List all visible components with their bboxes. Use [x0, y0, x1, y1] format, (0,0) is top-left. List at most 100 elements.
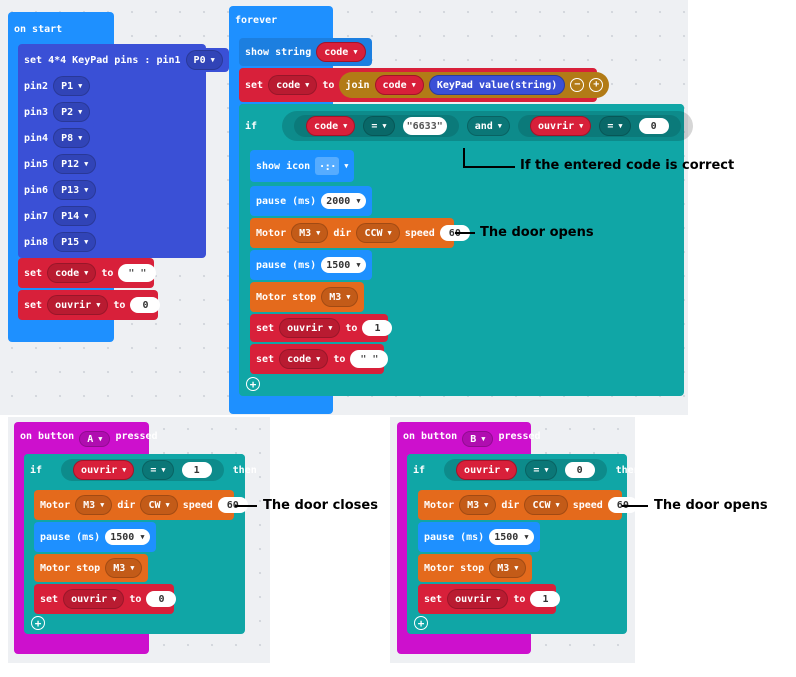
one-input[interactable]: 1	[530, 591, 561, 607]
pause-value[interactable]: 2000 ▼	[321, 193, 366, 209]
and-dropdown[interactable]: and▼	[466, 116, 511, 136]
pin6-dropdown[interactable]: P13▼	[53, 180, 97, 200]
dir-dropdown[interactable]: CCW▼	[524, 495, 568, 515]
pin8-dropdown[interactable]: P15▼	[53, 232, 97, 252]
motor-stop-block[interactable]: Motor stop M3▼	[34, 554, 149, 582]
empty-string-input[interactable]: " "	[350, 350, 389, 368]
keypad-pin-row-3[interactable]: pin3 P2▼	[18, 100, 97, 124]
set-code-join-block[interactable]: set code▼ to join code▼ KeyPad value(str…	[239, 68, 610, 102]
zero-input[interactable]: 0	[564, 462, 595, 478]
keypad-pin-row-4[interactable]: pin4 P8▼	[18, 126, 97, 150]
one-input[interactable]: 1	[362, 320, 393, 336]
and-condition[interactable]: code▼ =▼ "6633" and▼ ouvrir▼ =▼ 0	[282, 111, 693, 141]
annotation-door-opens-b: The door opens	[654, 498, 768, 513]
code-string-input[interactable]: "6633"	[402, 117, 447, 135]
motor-select-dropdown[interactable]: M3▼	[291, 223, 329, 243]
keypad-pin-row-2[interactable]: pin2 P1▼	[18, 74, 97, 98]
var-ouvrir-reporter[interactable]: ouvrir▼	[73, 460, 135, 480]
show-string-block[interactable]: show string code▼	[239, 38, 372, 66]
var-code-reporter[interactable]: code▼	[316, 42, 366, 62]
if-condition-row[interactable]: if ouvrir▼ =▼ 1 then	[24, 454, 257, 486]
set-ouvrir-block[interactable]: set ouvrir▼ to 0	[34, 584, 177, 614]
pause-block[interactable]: pause (ms) 1500 ▼	[250, 250, 372, 280]
pause-block[interactable]: pause (ms) 2000 ▼	[250, 186, 372, 216]
keypad-pin-row-8[interactable]: pin8 P15▼	[18, 230, 103, 254]
add-else-icon[interactable]: +	[31, 616, 45, 630]
set-code-block[interactable]: set code▼ to " "	[250, 344, 389, 374]
zero-input[interactable]: 0	[638, 118, 669, 134]
motor-select-dropdown[interactable]: M3▼	[321, 287, 359, 307]
pin3-dropdown[interactable]: P2▼	[53, 102, 91, 122]
keypad-pin-row-7[interactable]: pin7 P14▼	[18, 204, 103, 228]
if-condition-row[interactable]: if ouvrir▼ =▼ 0 then	[407, 454, 640, 486]
speed-input[interactable]: 60	[217, 497, 248, 513]
var-ouvrir-dropdown[interactable]: ouvrir▼	[47, 295, 109, 315]
var-code-dropdown[interactable]: code▼	[47, 263, 97, 283]
equals-dropdown[interactable]: =▼	[599, 116, 631, 136]
set-ouvrir-block[interactable]: set ouvrir▼ to 0	[18, 290, 161, 320]
pause-value[interactable]: 1500 ▼	[489, 529, 534, 545]
motor-select-dropdown[interactable]: M3▼	[489, 558, 527, 578]
pin7-dropdown[interactable]: P14▼	[53, 206, 97, 226]
var-ouvrir-dropdown[interactable]: ouvrir▼	[447, 589, 509, 609]
show-icon-block[interactable]: show icon ·:· ▼	[250, 150, 355, 182]
equals-dropdown[interactable]: =▼	[142, 460, 174, 480]
pause-value[interactable]: 1500 ▼	[321, 257, 366, 273]
set-ouvrir-block[interactable]: set ouvrir▼ to 1	[250, 314, 393, 342]
var-ouvrir-dropdown[interactable]: ouvrir▼	[279, 318, 341, 338]
button-b-dropdown[interactable]: B▼	[462, 431, 494, 447]
compare-ouvrir-condition[interactable]: ouvrir▼ =▼ 1	[61, 459, 224, 481]
var-code-dropdown[interactable]: code▼	[279, 349, 329, 369]
empty-string-input[interactable]: " "	[118, 264, 157, 282]
keypad-value-reporter[interactable]: KeyPad value(string)	[428, 75, 566, 95]
pressed-label: pressed	[498, 431, 541, 442]
dir-dropdown[interactable]: CCW▼	[356, 223, 400, 243]
equals-dropdown[interactable]: =▼	[525, 460, 557, 480]
pin5-dropdown[interactable]: P12▼	[53, 154, 97, 174]
keypad-pin-row-6[interactable]: pin6 P13▼	[18, 178, 103, 202]
set-code-block[interactable]: set code▼ to " "	[18, 258, 157, 288]
minus-icon[interactable]: −	[570, 78, 585, 92]
zero-input[interactable]: 0	[146, 591, 177, 607]
keypad-pin-row-1[interactable]: set 4*4 KeyPad pins : pin1 P0▼	[18, 48, 229, 72]
pin5-label: pin5	[24, 158, 49, 170]
add-else-icon[interactable]: +	[414, 616, 428, 630]
smiley-icon[interactable]: ·:·	[315, 157, 340, 175]
motor-run-block[interactable]: Motor M3▼ dir CW▼ speed 60	[34, 490, 248, 520]
motor-select-dropdown[interactable]: M3▼	[75, 495, 113, 515]
var-code-reporter[interactable]: code▼	[374, 75, 424, 95]
compare-code-condition[interactable]: code▼ =▼ "6633"	[294, 115, 459, 137]
compare-ouvrir-condition[interactable]: ouvrir▼ =▼ 0	[444, 459, 607, 481]
speed-input[interactable]: 60	[439, 225, 470, 241]
pin4-dropdown[interactable]: P8▼	[53, 128, 91, 148]
zero-input[interactable]: 0	[130, 297, 161, 313]
var-code-reporter[interactable]: code▼	[306, 116, 356, 136]
pin2-dropdown[interactable]: P1▼	[53, 76, 91, 96]
compare-ouvrir-condition[interactable]: ouvrir▼ =▼ 0	[518, 115, 681, 137]
join-block[interactable]: join code▼ KeyPad value(string) − +	[339, 72, 610, 98]
var-ouvrir-reporter[interactable]: ouvrir▼	[456, 460, 518, 480]
one-input[interactable]: 1	[181, 462, 212, 478]
pin1-dropdown[interactable]: P0▼	[185, 50, 223, 70]
button-a-dropdown[interactable]: A▼	[79, 431, 111, 447]
pin3-label: pin3	[24, 106, 49, 118]
equals-dropdown[interactable]: =▼	[363, 116, 395, 136]
set-ouvrir-block[interactable]: set ouvrir▼ to 1	[418, 584, 561, 614]
if-condition-row[interactable]: if code▼ =▼ "6633" and▼ ouvrir▼ =▼ 0 the…	[239, 104, 732, 148]
motor-select-dropdown[interactable]: M3▼	[459, 495, 497, 515]
pause-block[interactable]: pause (ms) 1500 ▼	[418, 522, 540, 552]
motor-run-block[interactable]: Motor M3▼ dir CCW▼ speed 60	[418, 490, 638, 520]
keypad-pin-row-5[interactable]: pin5 P12▼	[18, 152, 103, 176]
plus-icon[interactable]: +	[589, 78, 604, 92]
var-code-dropdown[interactable]: code▼	[268, 75, 318, 95]
add-else-icon[interactable]: +	[246, 377, 260, 391]
var-ouvrir-dropdown[interactable]: ouvrir▼	[63, 589, 125, 609]
dir-dropdown[interactable]: CW▼	[140, 495, 178, 515]
motor-run-block[interactable]: Motor M3▼ dir CCW▼ speed 60	[250, 218, 470, 248]
var-ouvrir-reporter[interactable]: ouvrir▼	[530, 116, 592, 136]
pause-block[interactable]: pause (ms) 1500 ▼	[34, 522, 156, 552]
motor-select-dropdown[interactable]: M3▼	[105, 558, 143, 578]
motor-stop-block[interactable]: Motor stop M3▼	[418, 554, 533, 582]
pause-value[interactable]: 1500 ▼	[105, 529, 150, 545]
motor-stop-block[interactable]: Motor stop M3▼	[250, 282, 365, 312]
